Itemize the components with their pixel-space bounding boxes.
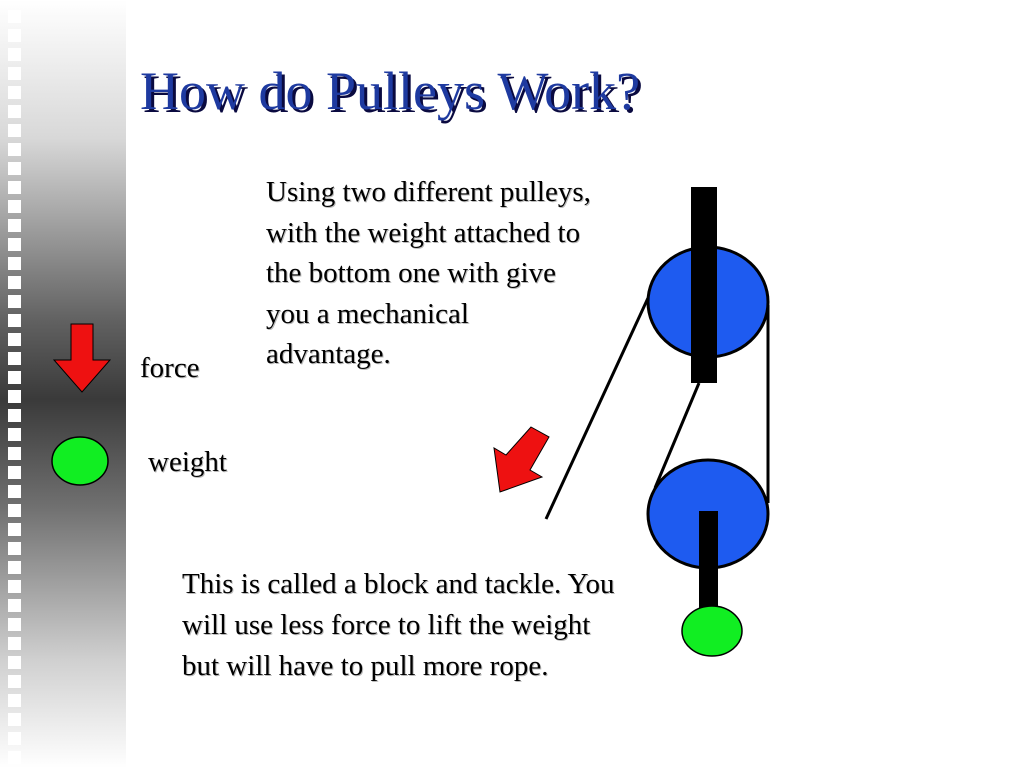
film-hole xyxy=(8,86,21,99)
film-hole xyxy=(8,295,21,308)
film-hole xyxy=(8,656,21,669)
slide-title: How do Pulleys Work? xyxy=(140,61,641,121)
film-hole xyxy=(8,219,21,232)
film-hole xyxy=(8,143,21,156)
pull-rope xyxy=(544,297,650,520)
film-hole xyxy=(8,542,21,555)
film-hole xyxy=(8,238,21,251)
film-strip-decoration xyxy=(0,0,126,768)
legend-force-arrow-icon xyxy=(52,323,112,393)
film-hole xyxy=(8,10,21,23)
legend-force-label: force xyxy=(140,352,200,384)
film-hole xyxy=(8,561,21,574)
top-pulley-axle xyxy=(691,187,717,383)
film-hole xyxy=(8,637,21,650)
film-hole xyxy=(8,751,21,764)
legend-weight-icon xyxy=(51,436,109,486)
bottom-pulley-axle xyxy=(699,511,718,613)
film-hole xyxy=(8,29,21,42)
film-hole xyxy=(8,48,21,61)
film-hole xyxy=(8,371,21,384)
film-hole xyxy=(8,390,21,403)
film-hole xyxy=(8,732,21,745)
film-hole xyxy=(8,352,21,365)
film-hole xyxy=(8,181,21,194)
film-hole xyxy=(8,124,21,137)
film-hole xyxy=(8,694,21,707)
film-hole xyxy=(8,485,21,498)
summary-paragraph: This is called a block and tackle. You w… xyxy=(182,568,615,682)
film-hole xyxy=(8,504,21,517)
film-hole xyxy=(8,67,21,80)
film-hole xyxy=(8,428,21,441)
film-hole xyxy=(8,162,21,175)
film-hole xyxy=(8,105,21,118)
film-hole xyxy=(8,257,21,270)
film-hole xyxy=(8,618,21,631)
weight-icon xyxy=(681,605,743,657)
intro-paragraph: Using two different pulleys, with the we… xyxy=(266,176,591,370)
film-hole xyxy=(8,675,21,688)
film-hole xyxy=(8,276,21,289)
film-hole xyxy=(8,599,21,612)
film-strip-holes xyxy=(8,0,32,768)
film-hole xyxy=(8,200,21,213)
film-hole xyxy=(8,314,21,327)
legend-weight-label: weight xyxy=(148,446,227,478)
film-hole xyxy=(8,523,21,536)
pull-direction-arrow-icon xyxy=(493,426,550,493)
film-hole xyxy=(8,333,21,346)
middle-rope xyxy=(653,382,701,489)
film-hole xyxy=(8,713,21,726)
film-hole xyxy=(8,466,21,479)
film-hole xyxy=(8,447,21,460)
film-hole xyxy=(8,580,21,593)
film-hole xyxy=(8,409,21,422)
